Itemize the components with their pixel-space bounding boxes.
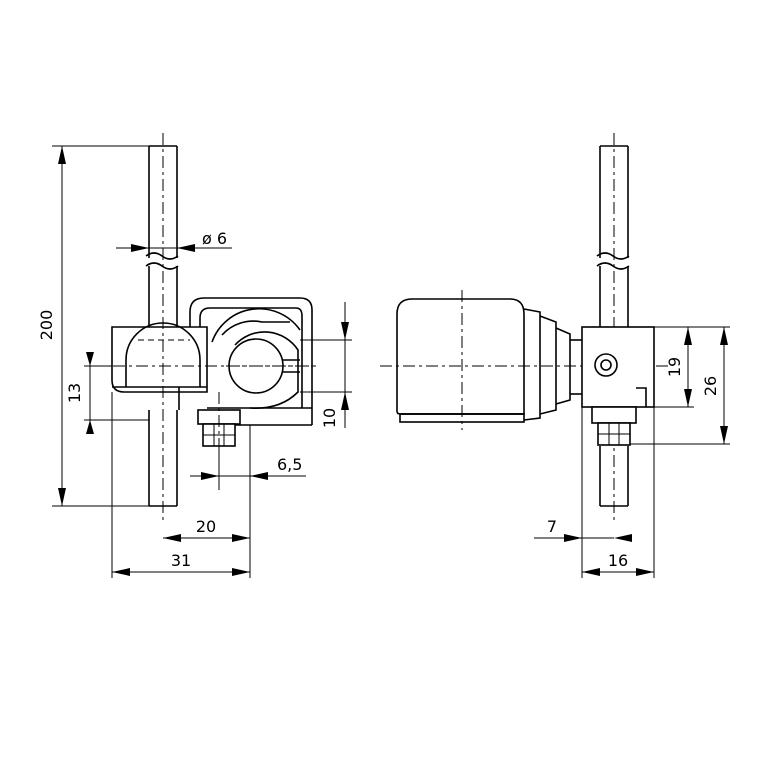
dim-13: 13 (65, 352, 149, 434)
dim-20-label: 20 (196, 517, 216, 536)
dim-7-label: 7 (547, 517, 557, 536)
dim-16: 16 (582, 407, 655, 578)
rod-upper (145, 145, 179, 327)
dim-10: 10 (300, 302, 352, 428)
dim-19: 19 (654, 326, 694, 408)
dim-26: 26 (630, 326, 730, 445)
clamp-block-side (581, 326, 655, 408)
cable-grip (226, 331, 318, 409)
dim-diameter: ø 6 (116, 229, 232, 252)
clamp-block (111, 322, 208, 393)
front-view: 200 ø 6 13 10 (37, 133, 352, 578)
dim-13-label: 13 (65, 383, 84, 403)
collar (523, 308, 582, 421)
dim-31: 31 (111, 392, 251, 578)
dim-31-label: 31 (171, 551, 191, 570)
dim-200: 200 (37, 145, 149, 507)
dim-10-label: 10 (320, 408, 339, 428)
dim-16-label: 16 (608, 551, 628, 570)
dim-200-label: 200 (37, 310, 56, 341)
screw-hole (594, 353, 618, 377)
dim-6-5: 6,5 (190, 425, 306, 484)
dim-19-label: 19 (665, 357, 684, 377)
dim-26-label: 26 (701, 376, 720, 396)
housing (396, 290, 525, 430)
hex-nut-side (591, 406, 637, 446)
dim-7: 7 (534, 407, 632, 578)
dim-diameter-label: ø 6 (202, 229, 227, 248)
side-view: 19 26 7 16 (380, 133, 730, 578)
mounting-bracket (189, 297, 313, 426)
dim-20: 20 (163, 484, 251, 545)
dim-6-5-label: 6,5 (277, 455, 302, 474)
